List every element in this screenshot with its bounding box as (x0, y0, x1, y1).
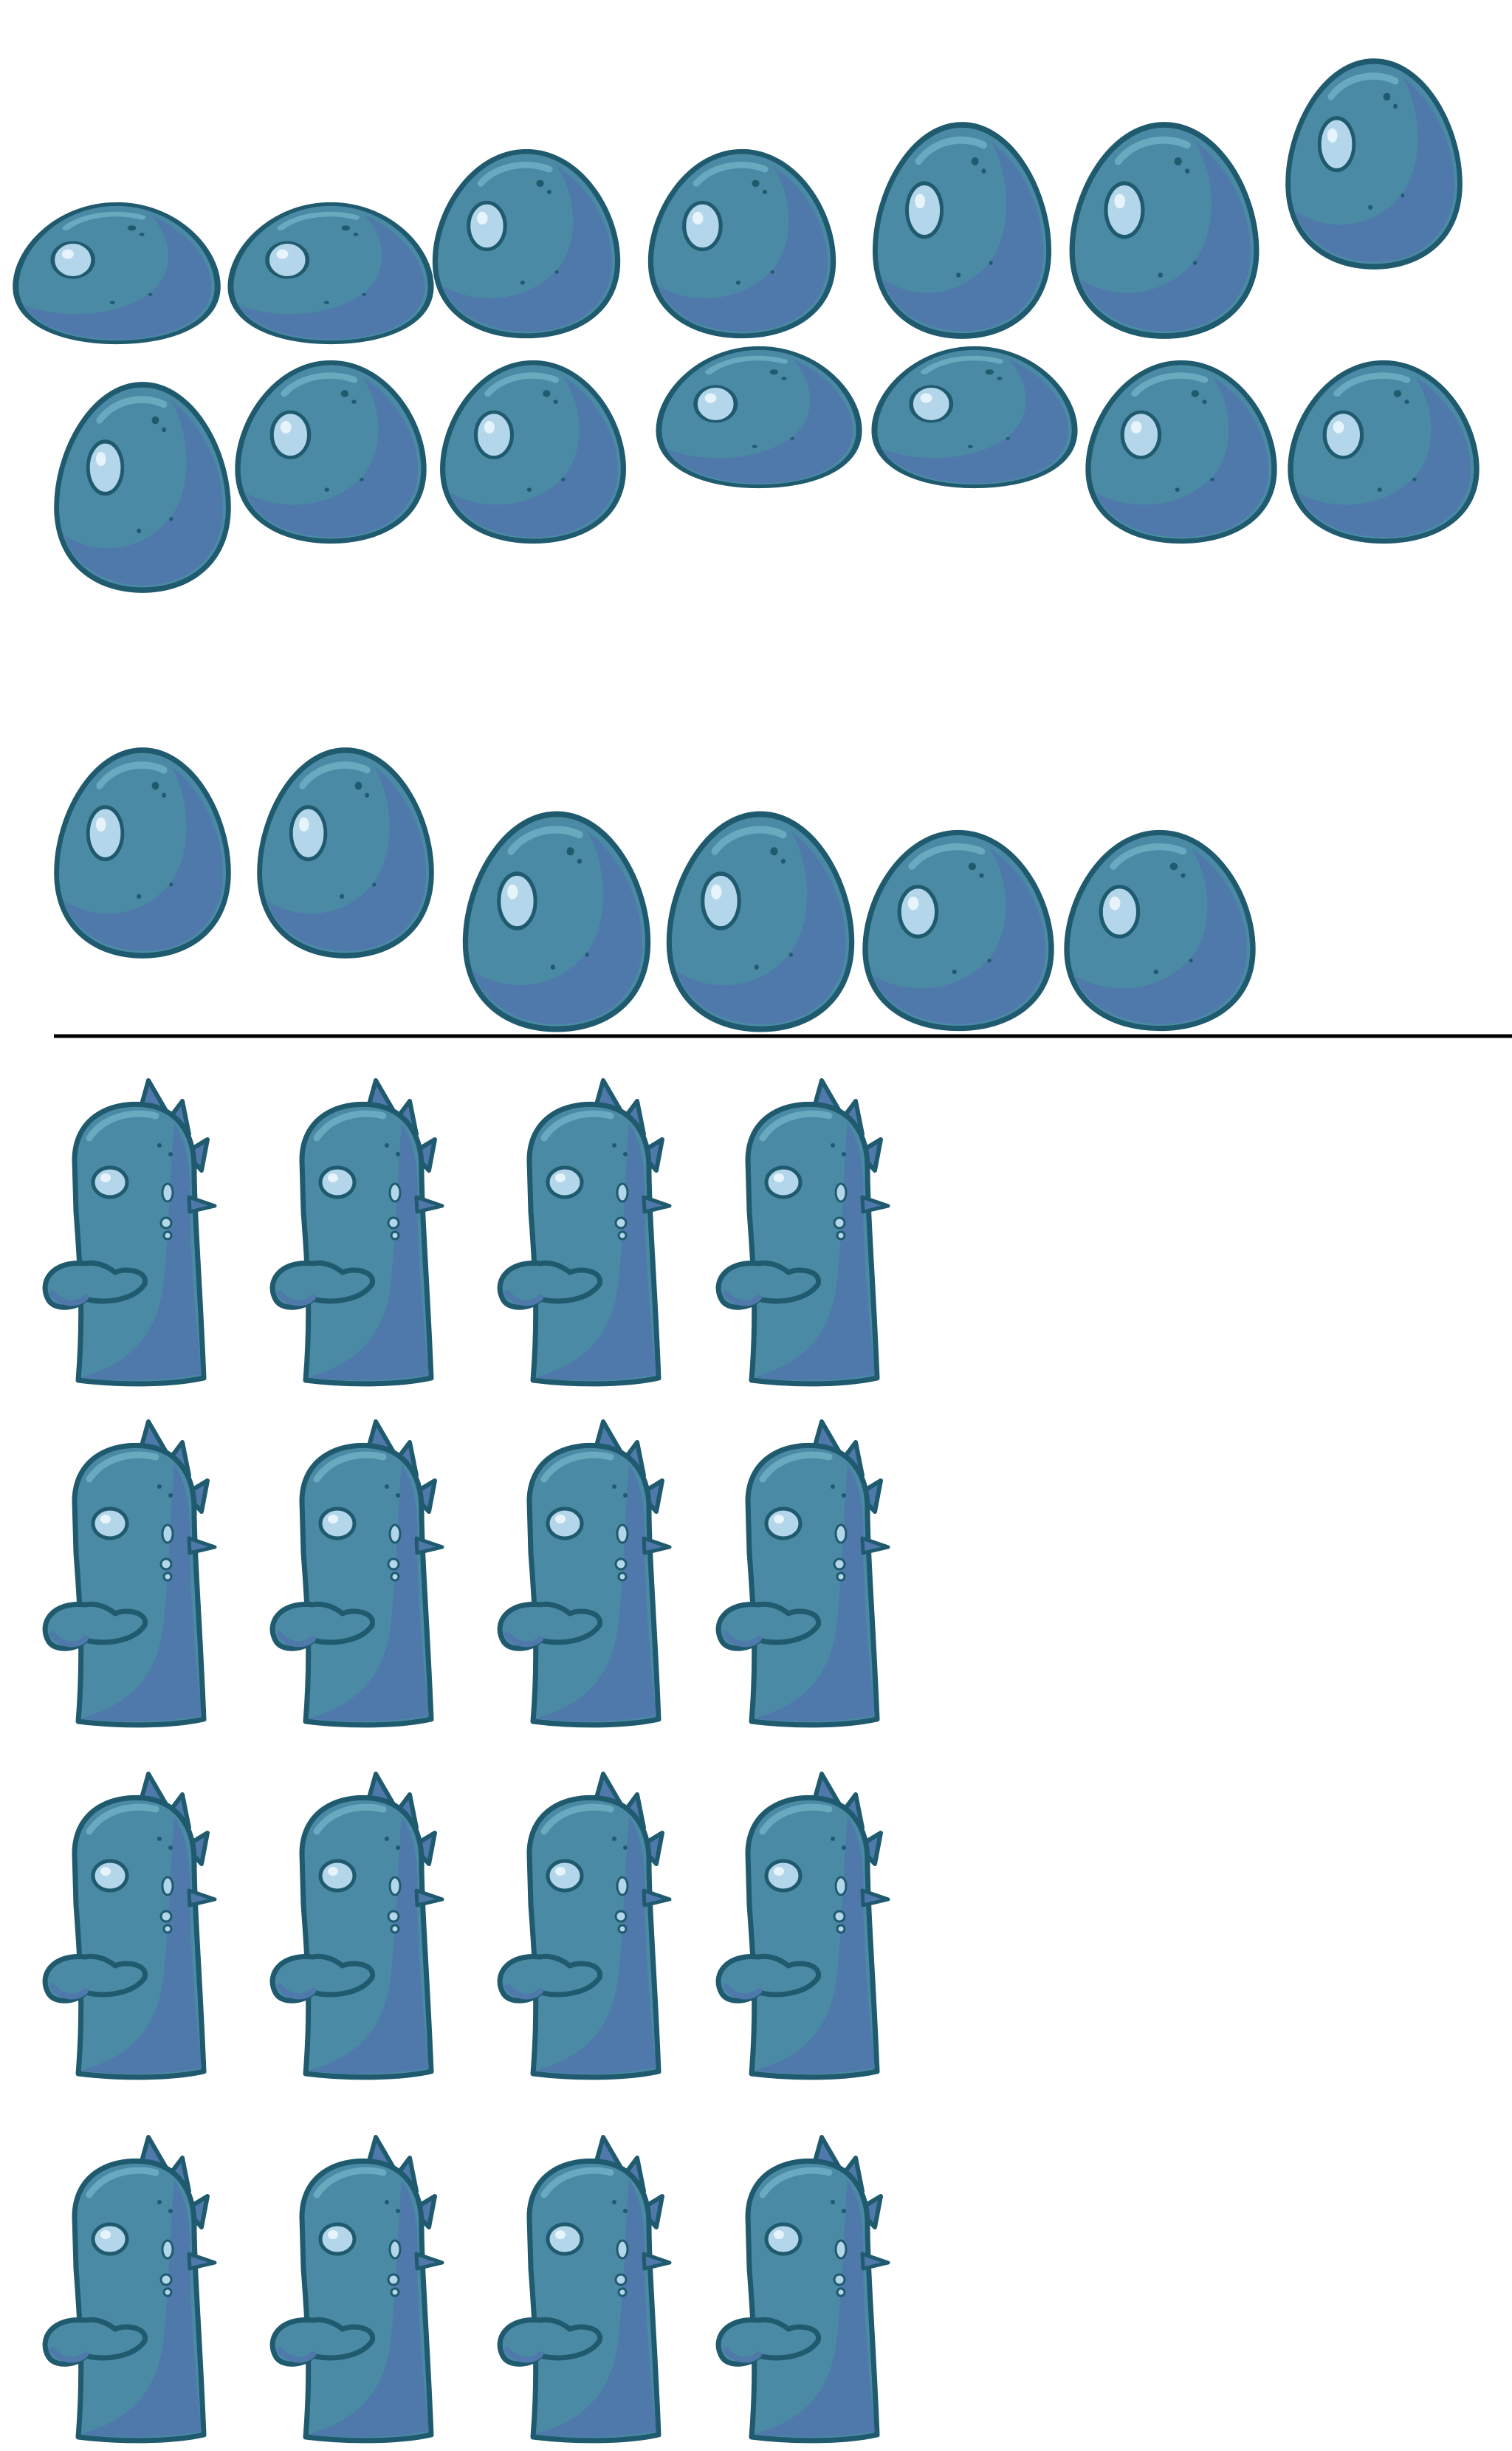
slime-blob-frame-8 (57, 385, 229, 590)
slime-blob-frame-19 (865, 832, 1051, 1028)
slime-blob-frame-7 (1288, 61, 1460, 267)
slime-blob-frame-13 (1088, 363, 1274, 541)
slime-monster-frame-8 (718, 1422, 888, 1725)
slime-blob-frame-9 (238, 363, 424, 541)
slime-monster-frame-3 (500, 1080, 670, 1384)
blob-frames (16, 61, 1477, 1029)
slime-monster-frame-11 (500, 1774, 670, 2077)
slime-blob-frame-12 (874, 348, 1074, 486)
slime-monster-frame-1 (45, 1080, 215, 1384)
slime-monster-frame-13 (45, 2137, 215, 2441)
slime-blob-frame-14 (1291, 363, 1477, 541)
slime-blob-frame-16 (260, 750, 432, 956)
slime-monster-frame-7 (500, 1422, 670, 1725)
slime-monster-frame-14 (272, 2137, 442, 2441)
slime-monster-frame-16 (718, 2137, 888, 2441)
slime-blob-frame-11 (659, 348, 859, 486)
slime-blob-frame-20 (1067, 832, 1253, 1028)
slime-monster-frame-4 (718, 1080, 888, 1384)
slime-blob-frame-10 (443, 363, 624, 541)
slime-blob-frame-6 (1072, 125, 1257, 336)
slime-blob-frame-15 (57, 750, 229, 956)
slime-blob-frame-4 (650, 151, 833, 336)
slime-monster-frame-2 (272, 1080, 442, 1384)
slime-monster-frame-6 (272, 1422, 442, 1725)
slime-blob-frame-17 (465, 814, 647, 1029)
slime-blob-frame-18 (669, 814, 851, 1029)
slime-monster-frame-10 (272, 1774, 442, 2077)
slime-monster-frame-15 (500, 2137, 670, 2441)
slime-monster-frame-5 (45, 1422, 215, 1725)
slime-blob-frame-1 (16, 204, 218, 342)
slime-blob-frame-3 (435, 151, 617, 336)
slime-blob-frame-2 (230, 204, 430, 342)
slime-blob-frame-5 (875, 125, 1048, 336)
slime-monster-frame-12 (718, 1774, 888, 2077)
slime-monster-frame-9 (45, 1774, 215, 2077)
monster-frames (45, 1080, 888, 2441)
